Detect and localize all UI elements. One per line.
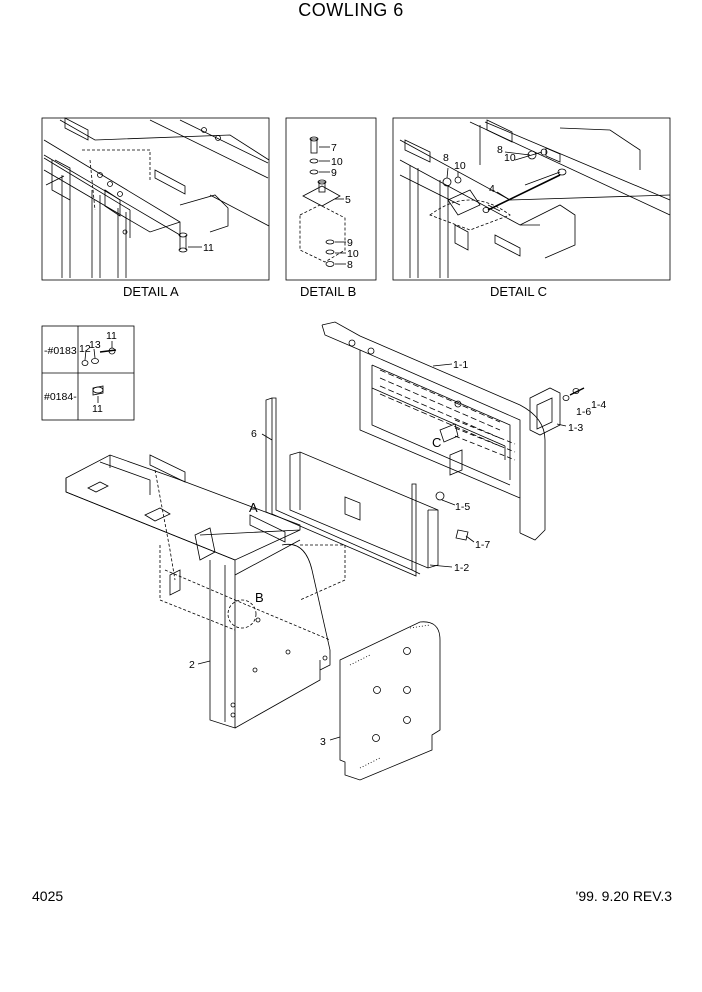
revision-date: '99. 9.20 REV.3	[575, 888, 672, 904]
page-title: COWLING 6	[298, 0, 404, 20]
callout-label: 5	[345, 194, 351, 206]
callout-label: 6	[251, 428, 257, 440]
detail-a	[41, 117, 270, 281]
serial-variant-box	[41, 325, 135, 421]
callout-label: 1-1	[453, 359, 468, 371]
callout-label: 1-3	[568, 422, 583, 434]
callout-label: 1-5	[455, 501, 470, 513]
page-number: 4025	[32, 888, 64, 904]
callout-label: 10	[504, 152, 516, 164]
callout-label: 1-4	[591, 399, 606, 411]
callout-label: 4	[489, 183, 495, 195]
callout-label: 7	[331, 142, 337, 154]
callout-label: 11	[106, 330, 117, 342]
callout-label: 10	[454, 160, 466, 172]
callout-label: 3	[320, 736, 326, 748]
detail-marker-c: C	[432, 435, 441, 450]
detail-c-caption: DETAIL C	[490, 284, 547, 299]
callout-label: 1-7	[475, 539, 490, 551]
callout-label: 8	[347, 259, 353, 271]
callout-label: 11	[92, 403, 103, 415]
detail-a-frame	[41, 117, 270, 281]
detail-b	[285, 117, 377, 281]
callout-label: 1-6	[576, 406, 591, 418]
callout-label: 10	[331, 156, 343, 168]
detail-c	[392, 117, 671, 281]
callout-label: 9	[347, 237, 353, 249]
detail-b-frame	[285, 117, 377, 281]
detail-marker-b: B	[255, 590, 264, 605]
callout-label: 9	[331, 167, 337, 179]
main-assembly	[65, 321, 585, 781]
detail-a-caption: DETAIL A	[123, 284, 179, 299]
callout-label: 2	[189, 659, 195, 671]
callout-label: 13	[89, 339, 101, 351]
serial-range-late: #0184-	[44, 391, 77, 403]
detail-c-frame	[392, 117, 671, 281]
detail-b-caption: DETAIL B	[300, 284, 356, 299]
callout-label: 1-2	[454, 562, 469, 574]
callout-label: 8	[443, 152, 449, 164]
serial-range-early: -#0183	[44, 345, 77, 357]
callout-label: 12	[79, 343, 91, 355]
callout-label: 11	[203, 242, 214, 254]
callout-label: 10	[347, 248, 359, 260]
callout-label: 8	[497, 144, 503, 156]
detail-marker-a: A	[249, 500, 258, 515]
